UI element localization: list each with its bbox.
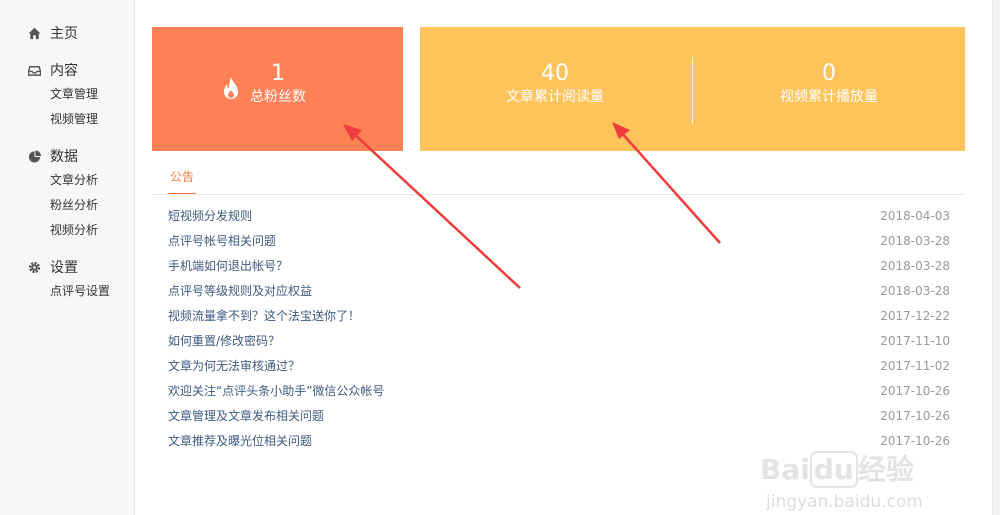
article-reads-label: 文章累计阅读量 [506, 89, 604, 105]
sidebar-item-article-analysis[interactable]: 文章分析 [50, 173, 99, 187]
notice-date: 2017-12-22 [880, 309, 950, 323]
sidebar-item-video-manage[interactable]: 视频管理 [50, 112, 99, 126]
sidebar: 主页 内容 文章管理 视频管理 数据 文章分析 粉丝分析 视频分析 设置 点评号… [0, 0, 135, 515]
content-stat-card: 40 文章累计阅读量 0 视频累计播放量 [420, 27, 965, 151]
notice-title-link[interactable]: 文章推荐及曝光位相关问题 [168, 434, 313, 448]
notice-item: 如何重置/修改密码？ 2017-11-10 [168, 331, 950, 356]
notice-item: 文章为何无法审核通过？ 2017-11-02 [168, 356, 950, 381]
tab-notice[interactable]: 公告 [168, 168, 197, 195]
notice-date: 2018-03-28 [880, 259, 950, 273]
notice-item: 点评号等级规则及对应权益 2018-03-28 [168, 281, 950, 306]
notice-title-link[interactable]: 文章管理及文章发布相关问题 [168, 409, 325, 423]
tab-divider [152, 194, 965, 195]
sidebar-item-video-analysis[interactable]: 视频分析 [50, 223, 99, 237]
sidebar-item-account-settings[interactable]: 点评号设置 [50, 284, 111, 298]
notice-title-link[interactable]: 文章为何无法审核通过？ [168, 359, 301, 373]
sidebar-item-settings[interactable]: 设置 [28, 257, 110, 277]
sidebar-item-label: 数据 [50, 149, 78, 165]
sidebar-item-data[interactable]: 数据 [28, 146, 98, 166]
notice-item: 文章推荐及曝光位相关问题 2017-10-26 [168, 431, 950, 456]
notice-title-link[interactable]: 点评号帐号相关问题 [168, 234, 277, 248]
fans-label: 总粉丝数 [250, 89, 306, 105]
notice-date: 2018-03-28 [880, 284, 950, 298]
article-reads-count: 40 [541, 61, 569, 86]
pie-chart-icon [28, 149, 41, 163]
notice-date: 2017-10-26 [880, 384, 950, 398]
notice-title-link[interactable]: 短视频分发规则 [168, 209, 253, 223]
notice-title-link[interactable]: 欢迎关注“点评头条小助手”微信公众帐号 [168, 384, 385, 398]
stat-divider [692, 57, 693, 124]
home-icon [28, 27, 41, 39]
sidebar-item-label: 主页 [50, 26, 78, 42]
sidebar-group-settings: 设置 点评号设置 [28, 257, 110, 304]
notice-title-link[interactable]: 点评号等级规则及对应权益 [168, 284, 313, 298]
sidebar-group-content: 内容 文章管理 视频管理 [28, 60, 98, 132]
scrollbar-track[interactable] [992, 0, 1000, 515]
sidebar-item-label: 内容 [50, 63, 78, 79]
notice-item: 文章管理及文章发布相关问题 2017-10-26 [168, 406, 950, 431]
video-plays-label: 视频累计播放量 [780, 89, 878, 105]
notice-date: 2017-10-26 [880, 434, 950, 448]
notice-item: 点评号帐号相关问题 2018-03-28 [168, 231, 950, 256]
notice-date: 2017-11-02 [880, 359, 950, 373]
sidebar-group-data: 数据 文章分析 粉丝分析 视频分析 [28, 146, 98, 243]
gear-icon [28, 261, 41, 273]
fans-count: 1 [271, 61, 285, 86]
watermark-url: jingyan.baidu.com [766, 492, 923, 512]
notice-item: 短视频分发规则 2018-04-03 [168, 206, 950, 231]
fire-icon [224, 77, 238, 99]
notice-item: 视频流量拿不到？这个法宝送你了！ 2017-12-22 [168, 306, 950, 331]
fans-stat-card: 1 总粉丝数 [152, 27, 403, 151]
sidebar-item-fans-analysis[interactable]: 粉丝分析 [50, 198, 99, 212]
inbox-icon [28, 65, 41, 76]
sidebar-item-article-manage[interactable]: 文章管理 [50, 87, 99, 101]
video-plays-count: 0 [822, 61, 836, 86]
notice-date: 2017-11-10 [880, 334, 950, 348]
sidebar-group-home: 主页 [28, 23, 78, 43]
sidebar-item-label: 设置 [50, 260, 78, 276]
notice-date: 2018-03-28 [880, 234, 950, 248]
notice-title-link[interactable]: 手机端如何退出帐号？ [168, 259, 289, 273]
notice-date: 2018-04-03 [880, 209, 950, 223]
sidebar-item-content[interactable]: 内容 [28, 60, 98, 80]
notice-title-link[interactable]: 视频流量拿不到？这个法宝送你了！ [168, 309, 361, 323]
sidebar-item-home[interactable]: 主页 [28, 23, 78, 43]
notice-item: 手机端如何退出帐号？ 2018-03-28 [168, 256, 950, 281]
notice-date: 2017-10-26 [880, 409, 950, 423]
notice-title-link[interactable]: 如何重置/修改密码？ [168, 334, 281, 348]
notice-item: 欢迎关注“点评头条小助手”微信公众帐号 2017-10-26 [168, 381, 950, 406]
